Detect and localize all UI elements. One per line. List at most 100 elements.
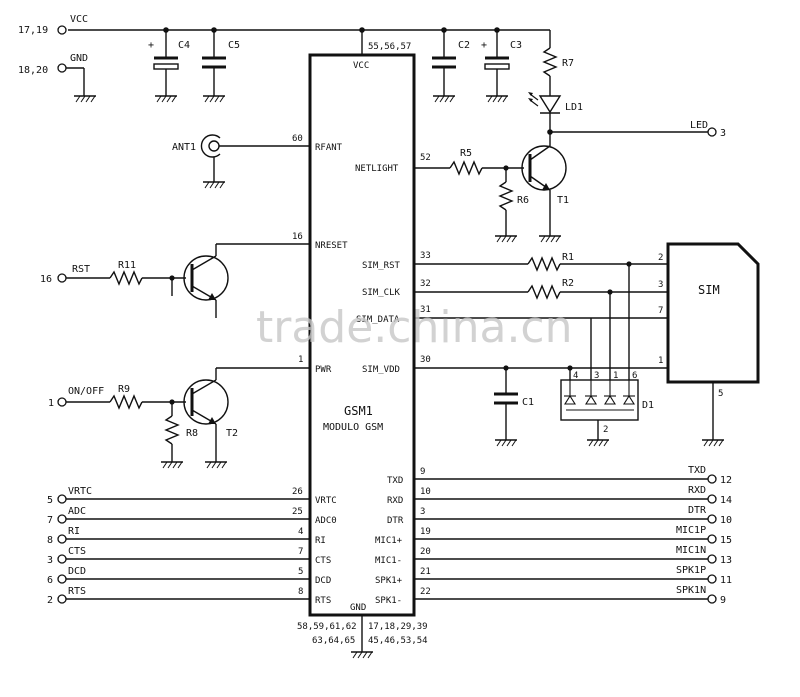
mic1n-connector-label: MIC1N [676,545,706,556]
spk1p-connector-num: 11 [720,575,732,586]
pin-num-sim-vdd: 30 [420,355,431,365]
gsm-subtitle: MODULO GSM [323,422,383,433]
sim-card [666,242,760,447]
adc-connector-num: 7 [47,515,53,526]
sim-pin-2: 2 [658,253,663,263]
left-bus-wires [57,494,310,604]
pin-name-sim-vdd: SIM_VDD [362,365,400,375]
gsm-vcc-label: VCC [353,61,369,71]
netlight-circuit [414,132,567,243]
capacitor-c5 [202,30,226,103]
led-connector-label: LED [690,120,708,131]
pin-num-mic1p: 19 [420,527,431,537]
right-bus-wires [414,474,717,604]
rxd-connector-label: RXD [688,485,706,496]
rst-connector-label: RST [72,264,90,275]
pin-name-sim-clk: SIM_CLK [362,288,401,298]
pin-num-adc0: 25 [292,507,303,517]
ri-connector-label: RI [68,526,80,537]
d1-pin-3: 3 [594,371,599,381]
gsm-gnd-pins-left-1: 58,59,61,62 [297,622,357,632]
spk1p-connector-label: SPK1P [676,565,706,576]
d1-pin-6: 6 [632,371,637,381]
pin-num-ri: 4 [298,527,303,537]
t2-label: T2 [226,428,238,439]
onoff-connector-num: 1 [48,398,54,409]
pin-num-cts: 7 [298,547,303,557]
pin-name-pwr: PWR [315,365,332,375]
r1-label: R1 [562,252,574,263]
mic1n-connector-num: 13 [720,555,732,566]
r11-label: R11 [118,260,136,271]
pin-name-cts: CTS [315,556,331,566]
txd-connector-label: TXD [688,465,706,476]
pin-name-ri: RI [315,536,326,546]
r5-label: R5 [460,148,472,159]
onoff-connector-label: ON/OFF [68,386,104,397]
ant1-label: ANT1 [172,142,196,153]
pin-name-netlight: NETLIGHT [355,164,399,174]
r9-label: R9 [118,384,130,395]
dcd-connector-label: DCD [68,566,86,577]
pin-name-sim-data: SIM_DATA [356,315,400,325]
resistor-r7 [542,30,558,96]
gnd-pins-label: 18,20 [18,65,48,76]
gsm-ground [351,615,373,659]
c2-label: C2 [458,40,470,51]
sim-label: SIM [698,283,720,297]
d1-pin-4: 4 [573,371,578,381]
sim-pin-3: 3 [658,280,663,290]
sim-pin-1: 1 [658,356,663,366]
dcd-connector-num: 6 [47,575,53,586]
spk1n-connector-num: 9 [720,595,726,606]
gsm-gnd-pins-left-2: 63,64,65 [312,636,355,646]
gsm-gnd-pins-right-2: 45,46,53,54 [368,636,428,646]
gsm-title: GSM1 [344,404,373,418]
cts-connector-label: CTS [68,546,86,557]
pin-num-sim-clk: 32 [420,279,431,289]
pin-name-dcd: DCD [315,576,331,586]
pin-num-rfant: 60 [292,134,303,144]
vcc-pins-label: 17,19 [18,25,48,36]
pwr-circuit [57,367,310,469]
d1-label: D1 [642,400,654,411]
pin-name-vrtc: VRTC [315,496,337,506]
gsm-gnd-label: GND [350,603,366,613]
pin-num-rxd: 10 [420,487,431,497]
capacitor-c3 [484,30,510,103]
rts-connector-label: RTS [68,586,86,597]
dtr-connector-num: 10 [720,515,732,526]
pin-name-rxd: RXD [387,496,403,506]
sim-pin-5: 5 [718,389,723,399]
pin-num-nreset: 16 [292,232,303,242]
sim-wiring [414,256,668,447]
d1-pin-2: 2 [603,425,608,435]
watermark: trade.china.cn [256,302,573,353]
pin-num-vrtc: 26 [292,487,303,497]
pin-num-sim-data: 31 [420,305,431,315]
r7-label: R7 [562,58,574,69]
cts-connector-num: 3 [47,555,53,566]
pin-num-netlight: 52 [420,153,431,163]
pin-name-rts: RTS [315,596,331,606]
r8-label: R8 [186,428,198,439]
gnd-connector [57,63,96,103]
pin-name-nreset: NRESET [315,241,348,251]
led-connector-num: 3 [720,128,726,139]
pin-name-rfant: RFANT [315,143,343,153]
vrtc-connector-num: 5 [47,495,53,506]
pin-name-sim-rst: SIM_RST [362,261,401,271]
pin-num-spk1p: 21 [420,567,431,577]
diode-array-d1 [560,379,639,447]
pin-num-spk1n: 22 [420,587,431,597]
gsm-vcc-pins: 55,56,57 [368,42,411,52]
r2-label: R2 [562,278,574,289]
mic1p-connector-label: MIC1P [676,525,706,536]
c4-label: C4 [178,40,190,51]
pin-num-dcd: 5 [298,567,303,577]
pin-num-txd: 9 [420,467,425,477]
pin-name-txd: TXD [387,476,403,486]
pin-name-adc0: ADC0 [315,516,337,526]
capacitor-c2 [432,30,456,103]
